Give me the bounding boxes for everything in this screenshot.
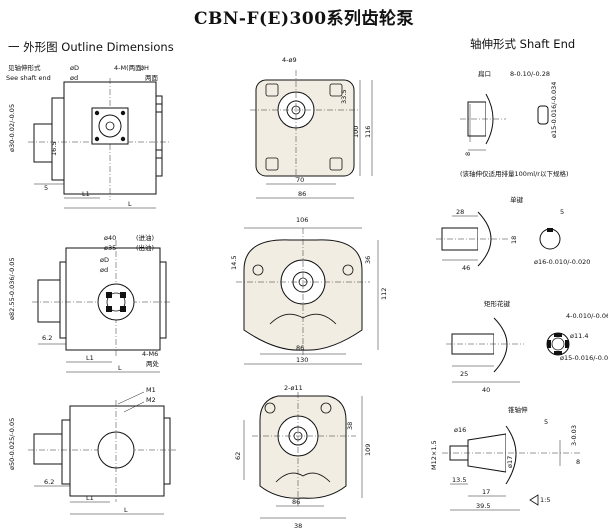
flat-8: 8 xyxy=(464,152,472,156)
v3-outlet: (出油) xyxy=(136,243,154,252)
spline-25: 25 xyxy=(460,370,468,378)
v4-d14: 14.5 xyxy=(230,256,238,270)
key-phi: ø16-0.010/-0.020 xyxy=(534,258,590,266)
v3-phi35: ø35 xyxy=(104,244,116,252)
shaft-spline xyxy=(446,317,570,383)
taper-17b: 17 xyxy=(482,488,490,496)
view4-front xyxy=(236,227,379,365)
v5-M1: M1 xyxy=(146,386,156,394)
v4-d112: 112 xyxy=(380,288,388,300)
flat-w: 8-0.10/-0.28 xyxy=(510,70,550,78)
v3-phiD: øD xyxy=(100,256,109,264)
v3-inlet: (进油) xyxy=(136,233,154,242)
v2-d116: 116 xyxy=(364,126,372,138)
see-shaft-label: See shaft end xyxy=(6,74,51,82)
taper-15: 1:5 xyxy=(540,496,550,504)
flat-note: (该轴伸仅适用排量100ml/r以下规格) xyxy=(460,169,568,178)
v1-phiH: øH xyxy=(140,64,149,72)
v1-phiD: øD xyxy=(70,64,79,72)
v3-two-places: 两处 xyxy=(146,359,160,368)
v6-d86: 86 xyxy=(292,498,300,506)
flat-title: 扁口 xyxy=(478,69,491,78)
v3-phi82: ø82.55-0.036/-0.05 xyxy=(8,257,16,320)
v5-phi50: ø50-0.025/-0.05 xyxy=(8,418,16,470)
v3-phid: ød xyxy=(100,266,108,274)
taper-13: 13.5 xyxy=(452,476,466,484)
v2-d86: 86 xyxy=(298,190,306,198)
taper-17: ø17 xyxy=(506,456,514,468)
v1-bolts: 4-M(两面) xyxy=(114,64,144,72)
v1-L1: L1 xyxy=(82,190,90,198)
spline-phi: ø15-0.016/-0.02 xyxy=(560,354,608,362)
view3-side xyxy=(32,240,172,373)
spline-114: ø11.4 xyxy=(570,332,588,340)
key-5: 5 xyxy=(560,208,564,216)
view5-side xyxy=(28,391,176,515)
shaft-taper xyxy=(442,425,580,511)
taper-3: 3-0.03 xyxy=(570,425,578,446)
v3-bolts: 4-M6 xyxy=(142,350,158,358)
key-28: 28 xyxy=(456,208,464,216)
v3-phi40: ø40 xyxy=(104,234,116,242)
view2-front xyxy=(250,70,373,199)
v6-holes: 2-ø11 xyxy=(284,384,303,392)
v1-L: L xyxy=(128,200,132,208)
shaft-form-label: 见轴伸形式 xyxy=(8,63,41,72)
v1-phid: ød xyxy=(70,74,78,82)
v2-d100: 100 xyxy=(352,126,360,138)
v4-d106: 106 xyxy=(296,216,308,224)
taper-8: 8 xyxy=(576,458,580,466)
outline-heading: 一 外形图 Outline Dimensions xyxy=(8,40,174,54)
v6-d38b: 38 xyxy=(294,522,302,530)
v5-L1: L1 xyxy=(86,494,94,502)
shaft-end-heading: 轴伸形式 Shaft End xyxy=(470,37,576,51)
v6-d62: 62 xyxy=(234,452,242,460)
page-title: CBN-F(E)300系列齿轮泵 xyxy=(193,9,415,29)
v3-L1: L1 xyxy=(86,354,94,362)
v4-d86: 86 xyxy=(296,344,304,352)
v2-holes: 4-ø9 xyxy=(282,56,297,64)
shaft-flat xyxy=(460,93,549,151)
view6-front xyxy=(243,392,363,519)
key-46: 46 xyxy=(462,264,470,272)
v4-d36: 36 xyxy=(364,256,372,264)
v5-d62: 6.2 xyxy=(44,478,54,486)
v1-two-sides: 两面 xyxy=(145,74,159,82)
v1-phi-shaft: ø30-0.02/-0.05 xyxy=(8,104,16,152)
key-title: 单键 xyxy=(510,195,524,204)
taper-m: M12×1.5 xyxy=(430,440,438,470)
v3-d62: 6.2 xyxy=(42,334,52,342)
flat-phi: ø15-0.016/-0.034 xyxy=(550,82,558,138)
view1-side xyxy=(28,78,170,209)
v1-d1: 16.5 xyxy=(50,142,58,156)
shaft-key xyxy=(436,211,561,267)
spline-40: 40 xyxy=(482,386,490,394)
taper-5: 5 xyxy=(544,418,548,426)
key-18: 18 xyxy=(510,236,518,244)
spline-4: 4-0.010/-0.06 xyxy=(566,312,608,320)
taper-39: 39.5 xyxy=(476,502,490,510)
spline-title: 矩形花键 xyxy=(484,299,511,308)
v6-d38: 38 xyxy=(346,422,354,430)
v3-L: L xyxy=(118,364,122,372)
v4-d130: 130 xyxy=(296,356,308,364)
v1-d2: 5 xyxy=(44,184,48,192)
v5-M2: M2 xyxy=(146,396,156,404)
v2-d70: 70 xyxy=(296,176,304,184)
taper-title: 锥轴伸 xyxy=(508,405,528,414)
v6-d109: 109 xyxy=(364,444,372,456)
v2-d33: 33.5 xyxy=(340,90,348,104)
taper-16: ø16 xyxy=(454,426,466,434)
v5-L: L xyxy=(124,506,128,514)
